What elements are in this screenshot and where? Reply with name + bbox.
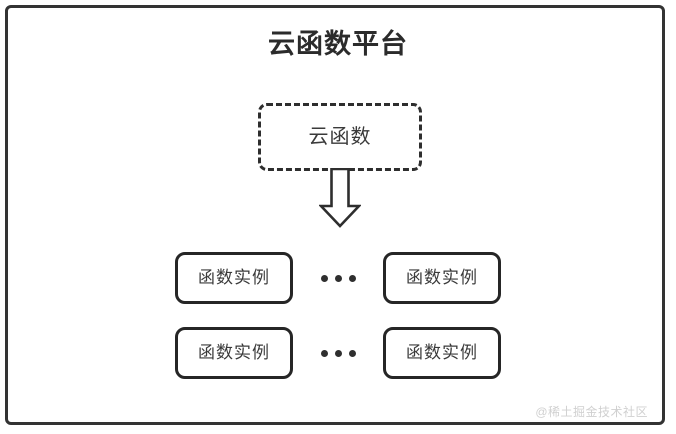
function-instance-box: 函数实例	[175, 327, 293, 379]
cloud-function-node: 云函数	[258, 103, 422, 171]
function-instance-label: 函数实例	[198, 343, 270, 362]
ellipsis-dot	[334, 274, 342, 282]
function-instance-box: 函数实例	[383, 327, 501, 379]
instance-row-2: 函数实例 函数实例	[0, 327, 676, 379]
ellipsis-dot	[334, 349, 342, 357]
function-instance-label: 函数实例	[406, 343, 478, 362]
ellipsis-icon	[293, 349, 383, 357]
ellipsis-icon	[293, 274, 383, 282]
page-title: 云函数平台	[268, 29, 408, 59]
ellipsis-dot	[348, 274, 356, 282]
ellipsis-dot	[320, 274, 328, 282]
function-instance-box: 函数实例	[175, 252, 293, 304]
down-block-arrow-icon	[317, 167, 363, 228]
ellipsis-dot	[320, 349, 328, 357]
instance-row-1: 函数实例 函数实例	[0, 252, 676, 304]
cloud-function-label: 云函数	[308, 126, 372, 148]
function-instance-label: 函数实例	[406, 268, 478, 287]
function-instance-label: 函数实例	[198, 268, 270, 287]
function-instance-box: 函数实例	[383, 252, 501, 304]
watermark: @稀土掘金技术社区	[535, 405, 648, 419]
ellipsis-dot	[348, 349, 356, 357]
